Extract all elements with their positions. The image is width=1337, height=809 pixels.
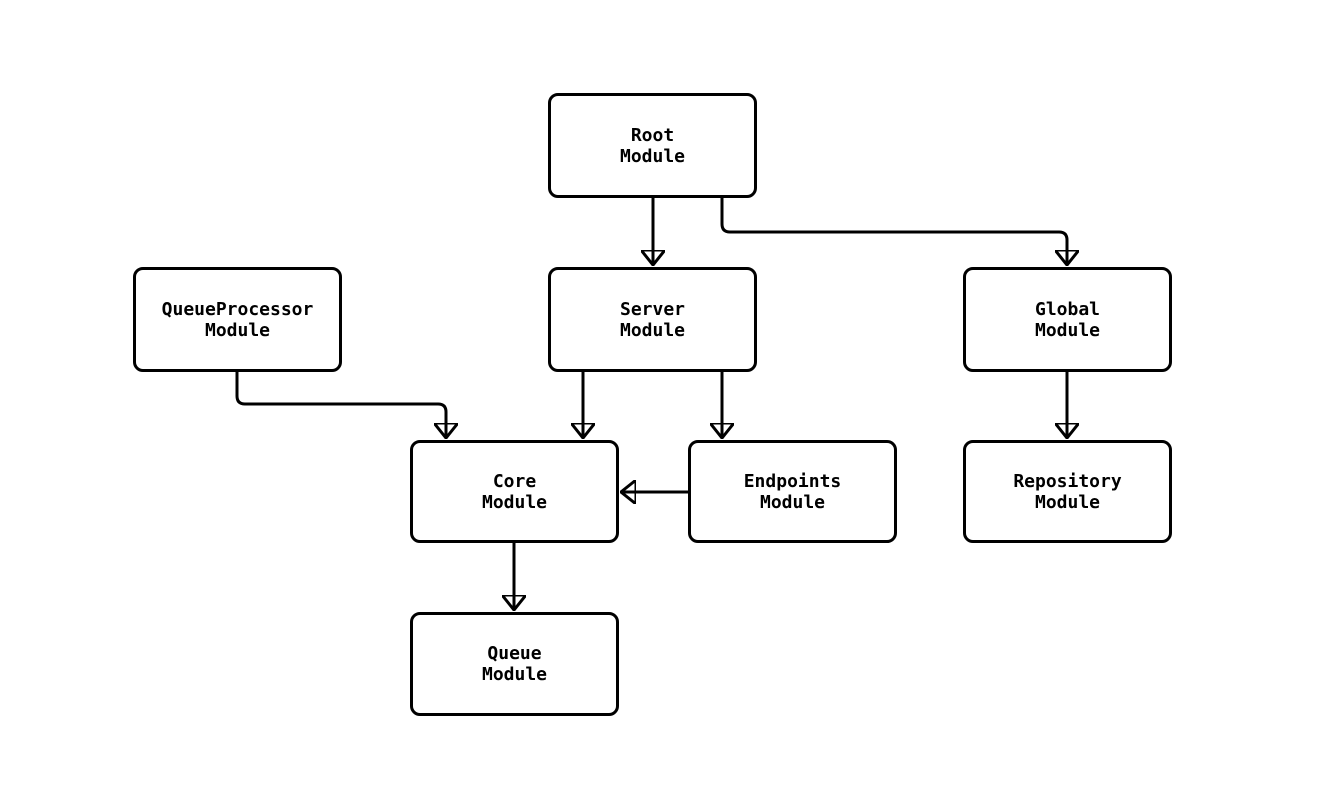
node-label-line: Module: [481, 491, 548, 513]
node-label-line: Module: [759, 491, 826, 513]
node-repository-module: Repository Module: [963, 440, 1172, 543]
node-label-line: Queue: [487, 643, 542, 664]
edge-queueprocessor-to-core: [235, 372, 446, 438]
node-root-module: Root Module: [548, 93, 757, 198]
node-core-module: Core Module: [410, 440, 619, 543]
node-label-line: Global: [1034, 298, 1101, 320]
node-label-line: QueueProcessor: [161, 298, 314, 320]
node-label-line: Module: [481, 664, 548, 685]
edge-root-to-global: [720, 198, 1067, 265]
node-label-line: Module: [204, 319, 271, 341]
node-label-line: Module: [619, 145, 686, 167]
node-global-module: Global Module: [963, 267, 1172, 372]
node-queueprocessor-module: QueueProcessor Module: [133, 267, 342, 372]
node-label-line: Module: [1034, 319, 1101, 341]
node-queue-module: Queue Module: [410, 612, 619, 716]
node-label-line: Module: [619, 319, 686, 341]
node-label-line: Module: [1034, 491, 1101, 513]
node-label-line: Core: [492, 470, 537, 492]
node-endpoints-module: Endpoints Module: [688, 440, 897, 543]
node-label-line: Root: [630, 124, 675, 146]
node-server-module: Server Module: [548, 267, 757, 372]
node-label-line: Server: [619, 298, 686, 320]
node-label-line: Repository: [1013, 470, 1122, 492]
node-label-line: Endpoints: [743, 470, 842, 492]
